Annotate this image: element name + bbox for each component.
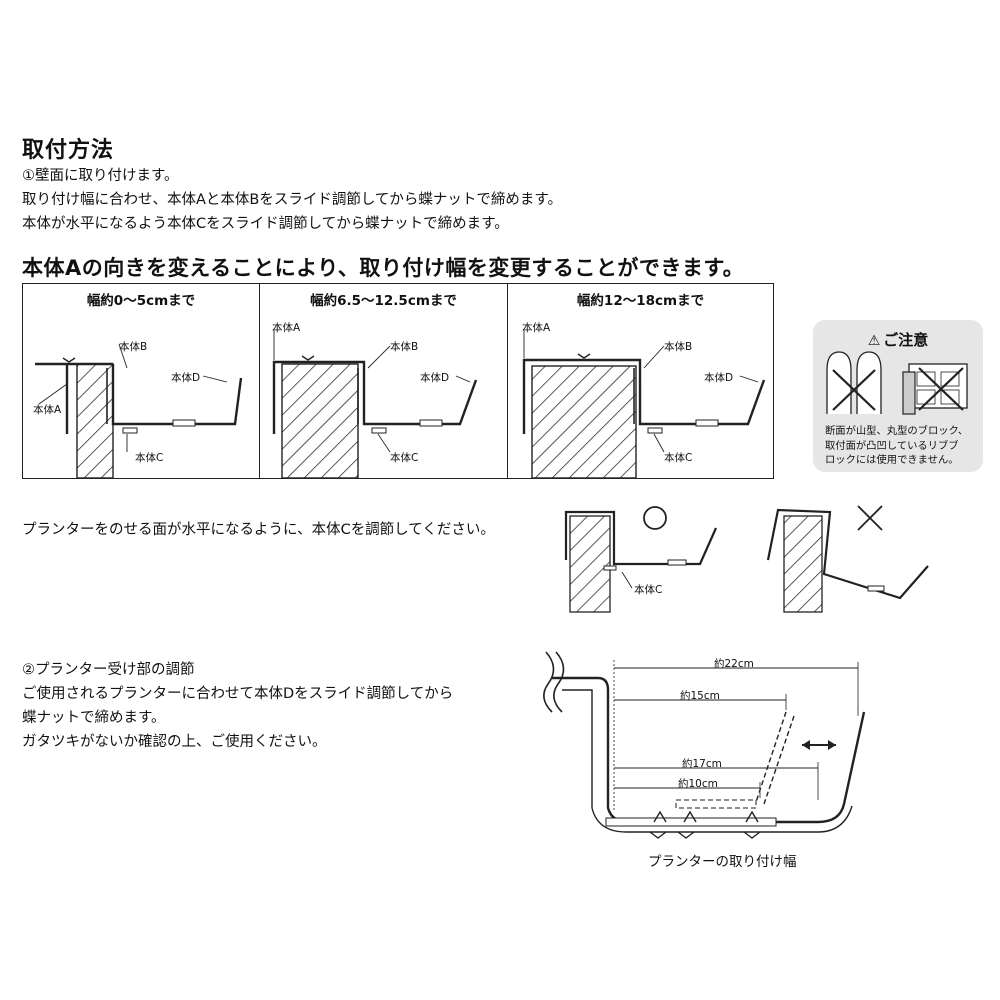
panel-width-0-5: 幅約0～5cmまで 本体A 本体B 本体C 本体D	[23, 284, 259, 479]
panel-title: 幅約6.5～12.5cmまで	[310, 293, 457, 309]
label-body-d: 本体D	[420, 372, 450, 384]
label-body-b: 本体B	[390, 341, 419, 353]
label-body-d: 本体D	[704, 372, 734, 384]
dim-17cm: 約17cm	[682, 758, 722, 770]
width-change-heading: 本体Aの向きを変えることにより、取り付け幅を変更することができます。	[22, 256, 745, 280]
label-body-b: 本体B	[119, 341, 148, 353]
label-body-c: 本体C	[390, 452, 419, 464]
panel-width-6-12: 幅約6.5～12.5cmまで 本体A 本体B 本体C 本体D	[259, 284, 507, 479]
caution-box: ⚠ご注意 断面が山型、丸型のブロック、 取付面が凸凹しているリブブ ロックには使…	[813, 320, 983, 472]
label-body-b: 本体B	[664, 341, 693, 353]
step1-heading: ①壁面に取り付けます。	[22, 168, 179, 184]
planter-caption: プランターの取り付け幅	[648, 854, 797, 870]
label-body-a: 本体A	[272, 322, 301, 334]
label-body-d: 本体D	[171, 372, 201, 384]
ok-label-body-c: 本体C	[634, 584, 663, 596]
warning-icon: ⚠	[867, 333, 881, 349]
label-body-a: 本体A	[522, 322, 551, 334]
step1-line1: 取り付け幅に合わせ、本体Aと本体Bをスライド調節してから蝶ナットで締めます。	[22, 192, 562, 208]
label-body-a: 本体A	[33, 404, 62, 416]
width-panels: 幅約0～5cmまで 本体A 本体B 本体C 本体D 幅約6.5～12.5cmまで	[22, 283, 774, 479]
step2-line2: 蝶ナットで締めます。	[22, 710, 166, 726]
dim-10cm: 約10cm	[678, 778, 718, 790]
caution-text: 断面が山型、丸型のブロック、 取付面が凸凹しているリブブ ロックには使用できませ…	[825, 425, 969, 466]
step2-heading: ②プランター受け部の調節	[22, 662, 195, 678]
horizontal-note: プランターをのせる面が水平になるように、本体Cを調節してください。	[22, 522, 495, 538]
panel-title: 幅約12～18cmまで	[576, 293, 705, 309]
caution-title: ⚠ご注意	[867, 331, 929, 349]
step2-line3: ガタツキがないか確認の上、ご使用ください。	[22, 734, 327, 750]
panel-width-12-18: 幅約12～18cmまで 本体A 本体B 本体C 本体D	[507, 284, 773, 479]
step2-line1: ご使用されるプランターに合わせて本体Dをスライド調節してから	[22, 686, 454, 702]
page-title: 取付方法	[22, 138, 115, 163]
dim-15cm: 約15cm	[680, 690, 720, 702]
bracket-diagram-1	[35, 343, 243, 479]
label-body-c: 本体C	[664, 452, 693, 464]
caution-illustration	[826, 351, 968, 415]
panel-title: 幅約0～5cmまで	[86, 293, 196, 309]
step1-line2: 本体が水平になるよう本体Cをスライド調節してから蝶ナットで締めます。	[22, 216, 509, 232]
dim-22cm: 約22cm	[714, 658, 754, 670]
label-body-c: 本体C	[135, 452, 164, 464]
bracket-diagram-3	[522, 330, 766, 479]
bracket-diagram-2	[272, 330, 478, 479]
